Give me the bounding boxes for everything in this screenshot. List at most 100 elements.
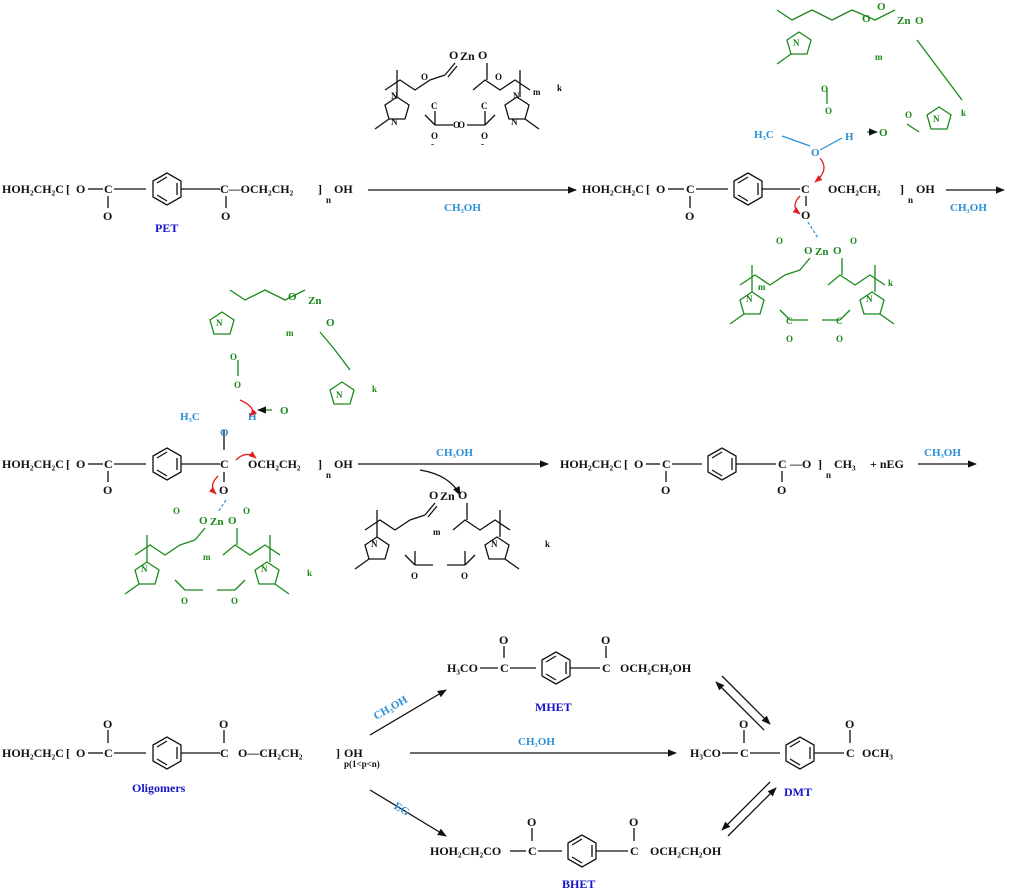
svg-text:n: n <box>326 470 331 480</box>
svg-text:C: C <box>431 101 438 111</box>
svg-text:N: N <box>491 539 498 549</box>
reagent-label-dmt: CH₃OH <box>518 736 555 748</box>
zn-catalyst-free-1: O Zn O O O m k N N N N C C O O - O O - <box>374 48 562 149</box>
svg-text:O: O <box>836 334 843 344</box>
svg-text:H₃C: H₃C <box>754 129 774 141</box>
svg-text:C: C <box>500 661 509 675</box>
oligomer: HOH₂CH₂C [ O C O C O O—CH₂CH₂ ] OH p(1<p… <box>2 717 380 795</box>
svg-text:OCH₂CH₂OH: OCH₂CH₂OH <box>620 661 692 675</box>
pet-n-subscript: n <box>326 195 331 205</box>
svg-text:HOH₂CH₂CO: HOH₂CH₂CO <box>430 844 501 858</box>
svg-text:O: O <box>629 815 638 829</box>
svg-text:N: N <box>746 294 753 304</box>
svg-text:[: [ <box>646 182 650 196</box>
svg-text:C: C <box>662 457 671 471</box>
svg-text:Zn: Zn <box>815 246 828 258</box>
svg-text:OH: OH <box>334 457 353 471</box>
svg-text:O: O <box>811 147 820 159</box>
svg-text:m: m <box>533 87 541 97</box>
svg-text:]: ] <box>318 457 322 471</box>
svg-text:k: k <box>372 384 377 394</box>
svg-text:O: O <box>850 236 857 246</box>
svg-text:O: O <box>879 127 888 139</box>
reagent-label-mhet: CH₃OH <box>372 694 410 723</box>
svg-text:O: O <box>685 209 694 223</box>
svg-text:O: O <box>634 457 643 471</box>
svg-text:k: k <box>557 83 562 93</box>
svg-text:O: O <box>825 106 832 116</box>
methyl-ester-product: HOH₂CH₂C [ O C O C O —O ] n CH₃ + nEG <box>560 447 904 497</box>
pet-left-text: HOH₂CH₂C <box>2 182 64 196</box>
svg-text:m: m <box>203 552 211 562</box>
svg-text:O: O <box>862 13 871 25</box>
svg-text:]: ] <box>900 182 904 196</box>
svg-text:C: C <box>778 457 787 471</box>
svg-text:N: N <box>793 38 800 48</box>
svg-text:H₃C: H₃C <box>180 411 200 423</box>
svg-text:Zn: Zn <box>897 15 910 27</box>
svg-text:C: C <box>104 457 113 471</box>
svg-text:-: - <box>431 139 434 149</box>
svg-text:O: O <box>801 208 810 222</box>
svg-text:OCH₂CH₂: OCH₂CH₂ <box>248 457 301 471</box>
svg-text:N: N <box>933 114 940 124</box>
svg-text:O: O <box>739 717 748 731</box>
svg-text:N: N <box>141 564 148 574</box>
svg-text:[: [ <box>66 746 70 760</box>
svg-text:O: O <box>776 236 783 246</box>
svg-text:n: n <box>826 470 831 480</box>
svg-text:H₃CO: H₃CO <box>690 746 721 760</box>
svg-text:N: N <box>391 117 398 127</box>
svg-text:N: N <box>866 294 873 304</box>
svg-text:C: C <box>481 101 488 111</box>
svg-text:O: O <box>234 380 241 390</box>
zn-catalyst-green-2: Zn O O O O m k N N C C O O <box>729 236 895 344</box>
svg-text:H: H <box>248 411 257 423</box>
svg-text:O: O <box>288 291 297 303</box>
svg-text:O: O <box>219 717 228 731</box>
svg-text:H: H <box>845 131 854 143</box>
svg-text:N: N <box>513 91 520 101</box>
svg-text:O: O <box>76 746 85 760</box>
svg-text:]: ] <box>818 457 822 471</box>
svg-text:O: O <box>181 596 188 606</box>
svg-text:[: [ <box>66 457 70 471</box>
pet-carbonyl-o2: O <box>221 209 230 223</box>
svg-text:O: O <box>481 131 488 141</box>
svg-text:O: O <box>326 317 335 329</box>
svg-text:m: m <box>875 52 883 62</box>
reagent-label-4: CH₃OH <box>924 447 961 459</box>
svg-text:MHET: MHET <box>535 700 572 714</box>
svg-text:O: O <box>431 131 438 141</box>
svg-text:O: O <box>461 571 468 581</box>
zn-catalyst-free-2: Zn O O m k N N O O <box>354 488 550 581</box>
svg-text:CH₃: CH₃ <box>834 457 856 471</box>
svg-text:OCH₂CH₂OH: OCH₂CH₂OH <box>650 844 722 858</box>
pet-bracket-close: ] <box>318 182 322 196</box>
pet-oh: OH <box>334 182 353 196</box>
pet-bracket-open: [ <box>66 182 70 196</box>
svg-text:O: O <box>661 483 670 497</box>
svg-text:O: O <box>458 120 465 130</box>
svg-text:OH: OH <box>344 746 363 760</box>
svg-text:HOH₂CH₂C: HOH₂CH₂C <box>582 182 644 196</box>
svg-text:Oligomers: Oligomers <box>132 781 186 795</box>
svg-text:O: O <box>601 633 610 647</box>
svg-text:O: O <box>411 571 418 581</box>
svg-text:m: m <box>758 282 766 292</box>
svg-text:O: O <box>821 84 828 94</box>
svg-text:N: N <box>371 539 378 549</box>
svg-text:[: [ <box>624 457 628 471</box>
svg-text:O: O <box>449 48 458 62</box>
svg-text:O: O <box>804 245 813 257</box>
svg-text:O: O <box>915 15 924 27</box>
svg-text:N: N <box>261 564 268 574</box>
svg-text:O: O <box>429 488 438 502</box>
svg-text:C: C <box>630 844 639 858</box>
svg-text:O: O <box>458 488 467 502</box>
svg-text:N: N <box>216 318 223 328</box>
svg-text:HOH₂CH₂C: HOH₂CH₂C <box>2 457 64 471</box>
svg-text:O: O <box>495 72 502 82</box>
svg-text:O: O <box>777 483 786 497</box>
svg-text:C: C <box>104 746 113 760</box>
